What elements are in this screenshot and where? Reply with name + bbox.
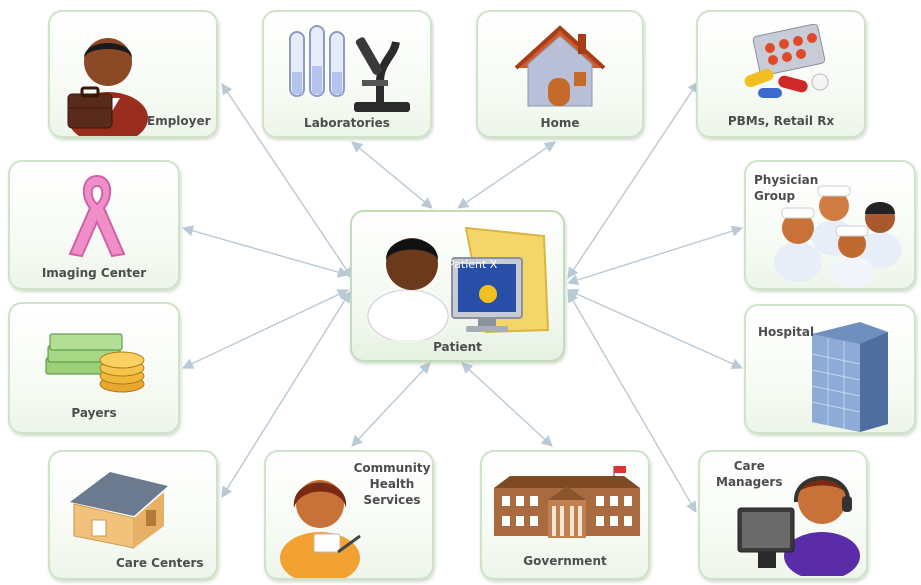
connector-home: [457, 141, 556, 209]
node-government: Government: [480, 450, 650, 580]
label-government: Government: [523, 554, 607, 568]
connector-payers: [181, 289, 350, 369]
label-payers: Payers: [71, 406, 117, 420]
hospital-building-icon: [811, 322, 888, 432]
node-physician: Physician Group: [744, 160, 916, 290]
node-employer: Employer: [48, 10, 218, 138]
house-icon: [514, 25, 606, 107]
cottage-icon: [70, 472, 168, 549]
patient-record-icon: [367, 226, 550, 340]
pink-ribbon-icon: [68, 174, 126, 258]
label-care-centers: Care Centers: [116, 556, 204, 570]
connector-physician: [566, 225, 744, 286]
connector-care-centers: [221, 291, 351, 498]
node-hospital: Hospital: [744, 304, 916, 434]
connector-laboratories: [351, 141, 433, 209]
headset-operator-icon: [737, 476, 860, 576]
node-home: Home: [476, 10, 644, 138]
connector-community: [351, 362, 431, 447]
node-care-centers: Care Centers: [48, 450, 218, 580]
node-imaging: Imaging Center: [8, 160, 180, 290]
connector-care-managers: [567, 291, 697, 513]
health-worker-icon: [280, 480, 361, 578]
connector-imaging: [181, 225, 350, 278]
node-laboratories: Laboratories: [262, 10, 432, 138]
label-physician: Physician Group: [754, 173, 819, 203]
lab-equipment-icon: [289, 25, 410, 112]
label-employer: Employer: [147, 114, 211, 128]
node-community: Community Health Services: [264, 450, 434, 580]
label-care-managers: Care Managers: [716, 459, 783, 489]
label-hospital: Hospital: [758, 325, 815, 339]
government-building-icon: [494, 466, 640, 538]
node-pbms: PBMs, Retail Rx: [696, 10, 866, 138]
node-care-managers: Care Managers: [698, 450, 868, 580]
label-community: Community Health Services: [353, 461, 431, 507]
label-home: Home: [540, 116, 580, 130]
doctors-icon: [774, 185, 902, 288]
patient-screen-text: Patient X: [448, 258, 498, 271]
label-imaging: Imaging Center: [41, 266, 147, 280]
node-patient: Patient X Patient: [350, 210, 565, 362]
money-icon: [45, 333, 145, 393]
node-payers: Payers: [8, 302, 180, 434]
connector-hospital: [566, 289, 744, 369]
label-patient: Patient: [433, 340, 482, 354]
connector-government: [461, 362, 553, 447]
pills-icon: [744, 24, 829, 98]
businessman-icon: [67, 38, 148, 136]
label-pbms: PBMs, Retail Rx: [727, 114, 835, 128]
label-laboratories: Laboratories: [304, 116, 390, 130]
